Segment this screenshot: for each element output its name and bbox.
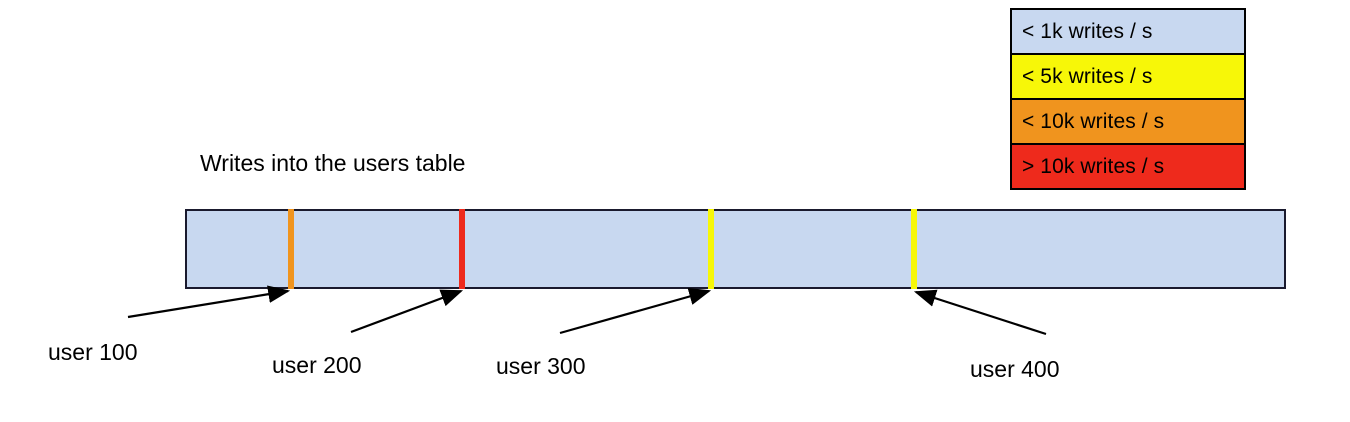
marker-label-user-300: user 300 <box>496 353 586 379</box>
marker-label-user-200: user 200 <box>272 352 362 378</box>
legend-item-under-10k: < 10k writes / s <box>1012 100 1244 145</box>
user-200-marker-stripe <box>459 209 465 289</box>
chart-title: Writes into the users table <box>200 150 466 176</box>
legend-item-over-10k: > 10k writes / s <box>1012 145 1244 188</box>
user-100-marker-stripe <box>288 209 294 289</box>
marker-label-user-400: user 400 <box>970 356 1060 382</box>
user-300-marker-stripe <box>708 209 714 289</box>
legend-item-under-5k: < 5k writes / s <box>1012 55 1244 100</box>
user-400-marker-stripe <box>911 209 917 289</box>
user-400-arrow <box>913 289 1047 336</box>
legend-item-label: < 5k writes / s <box>1022 65 1153 88</box>
user-200-arrow <box>350 289 464 334</box>
user-300-arrow <box>559 287 712 335</box>
user-100-arrow <box>127 285 291 319</box>
marker-label-user-100: user 100 <box>48 339 138 365</box>
legend-item-label: < 10k writes / s <box>1022 110 1165 133</box>
legend-item-under-1k: < 1k writes / s <box>1012 10 1244 55</box>
users-table-band <box>185 209 1286 289</box>
legend-item-label: < 1k writes / s <box>1022 20 1153 43</box>
band-background <box>185 209 1286 289</box>
legend-item-label: > 10k writes / s <box>1022 155 1165 178</box>
writes-legend: < 1k writes / s < 5k writes / s < 10k wr… <box>1010 8 1246 190</box>
